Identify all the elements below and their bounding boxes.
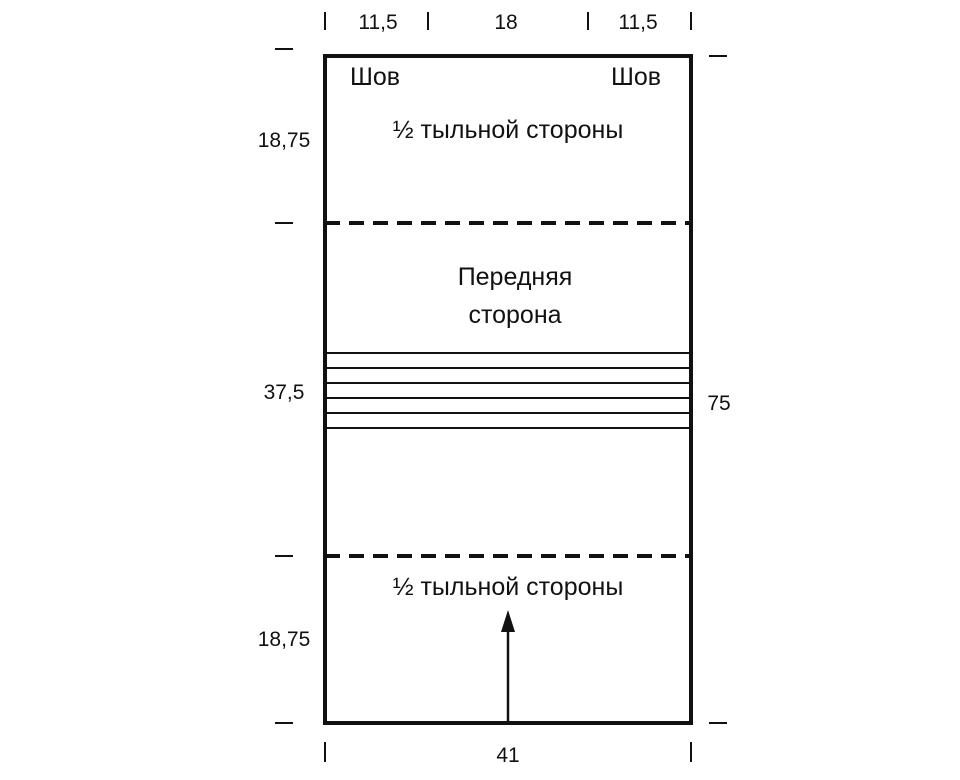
seam-label-right: Шов (611, 63, 661, 91)
left-height-bottom: 18,75 (258, 628, 311, 651)
top-section-label: ½ тыльной стороны (393, 116, 624, 144)
front-label-line1: Передняя (458, 263, 573, 291)
front-label-line2: сторона (468, 301, 561, 329)
bottom-width-ticks (324, 742, 692, 762)
bottom-section-label: ½ тыльной стороны (393, 573, 624, 601)
left-height-middle: 37,5 (264, 381, 305, 404)
seam-label-left: Шов (350, 63, 400, 91)
top-width-middle: 18 (494, 11, 517, 34)
stripe-group (327, 352, 689, 429)
left-height-top: 18,75 (258, 129, 311, 152)
bottom-width: 41 (496, 744, 519, 767)
direction-arrow-head (501, 610, 515, 632)
top-width-right: 11,5 (618, 11, 657, 34)
right-height-ticks (709, 55, 727, 724)
left-height-ticks (275, 48, 293, 724)
top-width-ticks (324, 12, 692, 30)
top-width-left: 11,5 (358, 11, 397, 34)
right-height: 75 (707, 392, 730, 415)
